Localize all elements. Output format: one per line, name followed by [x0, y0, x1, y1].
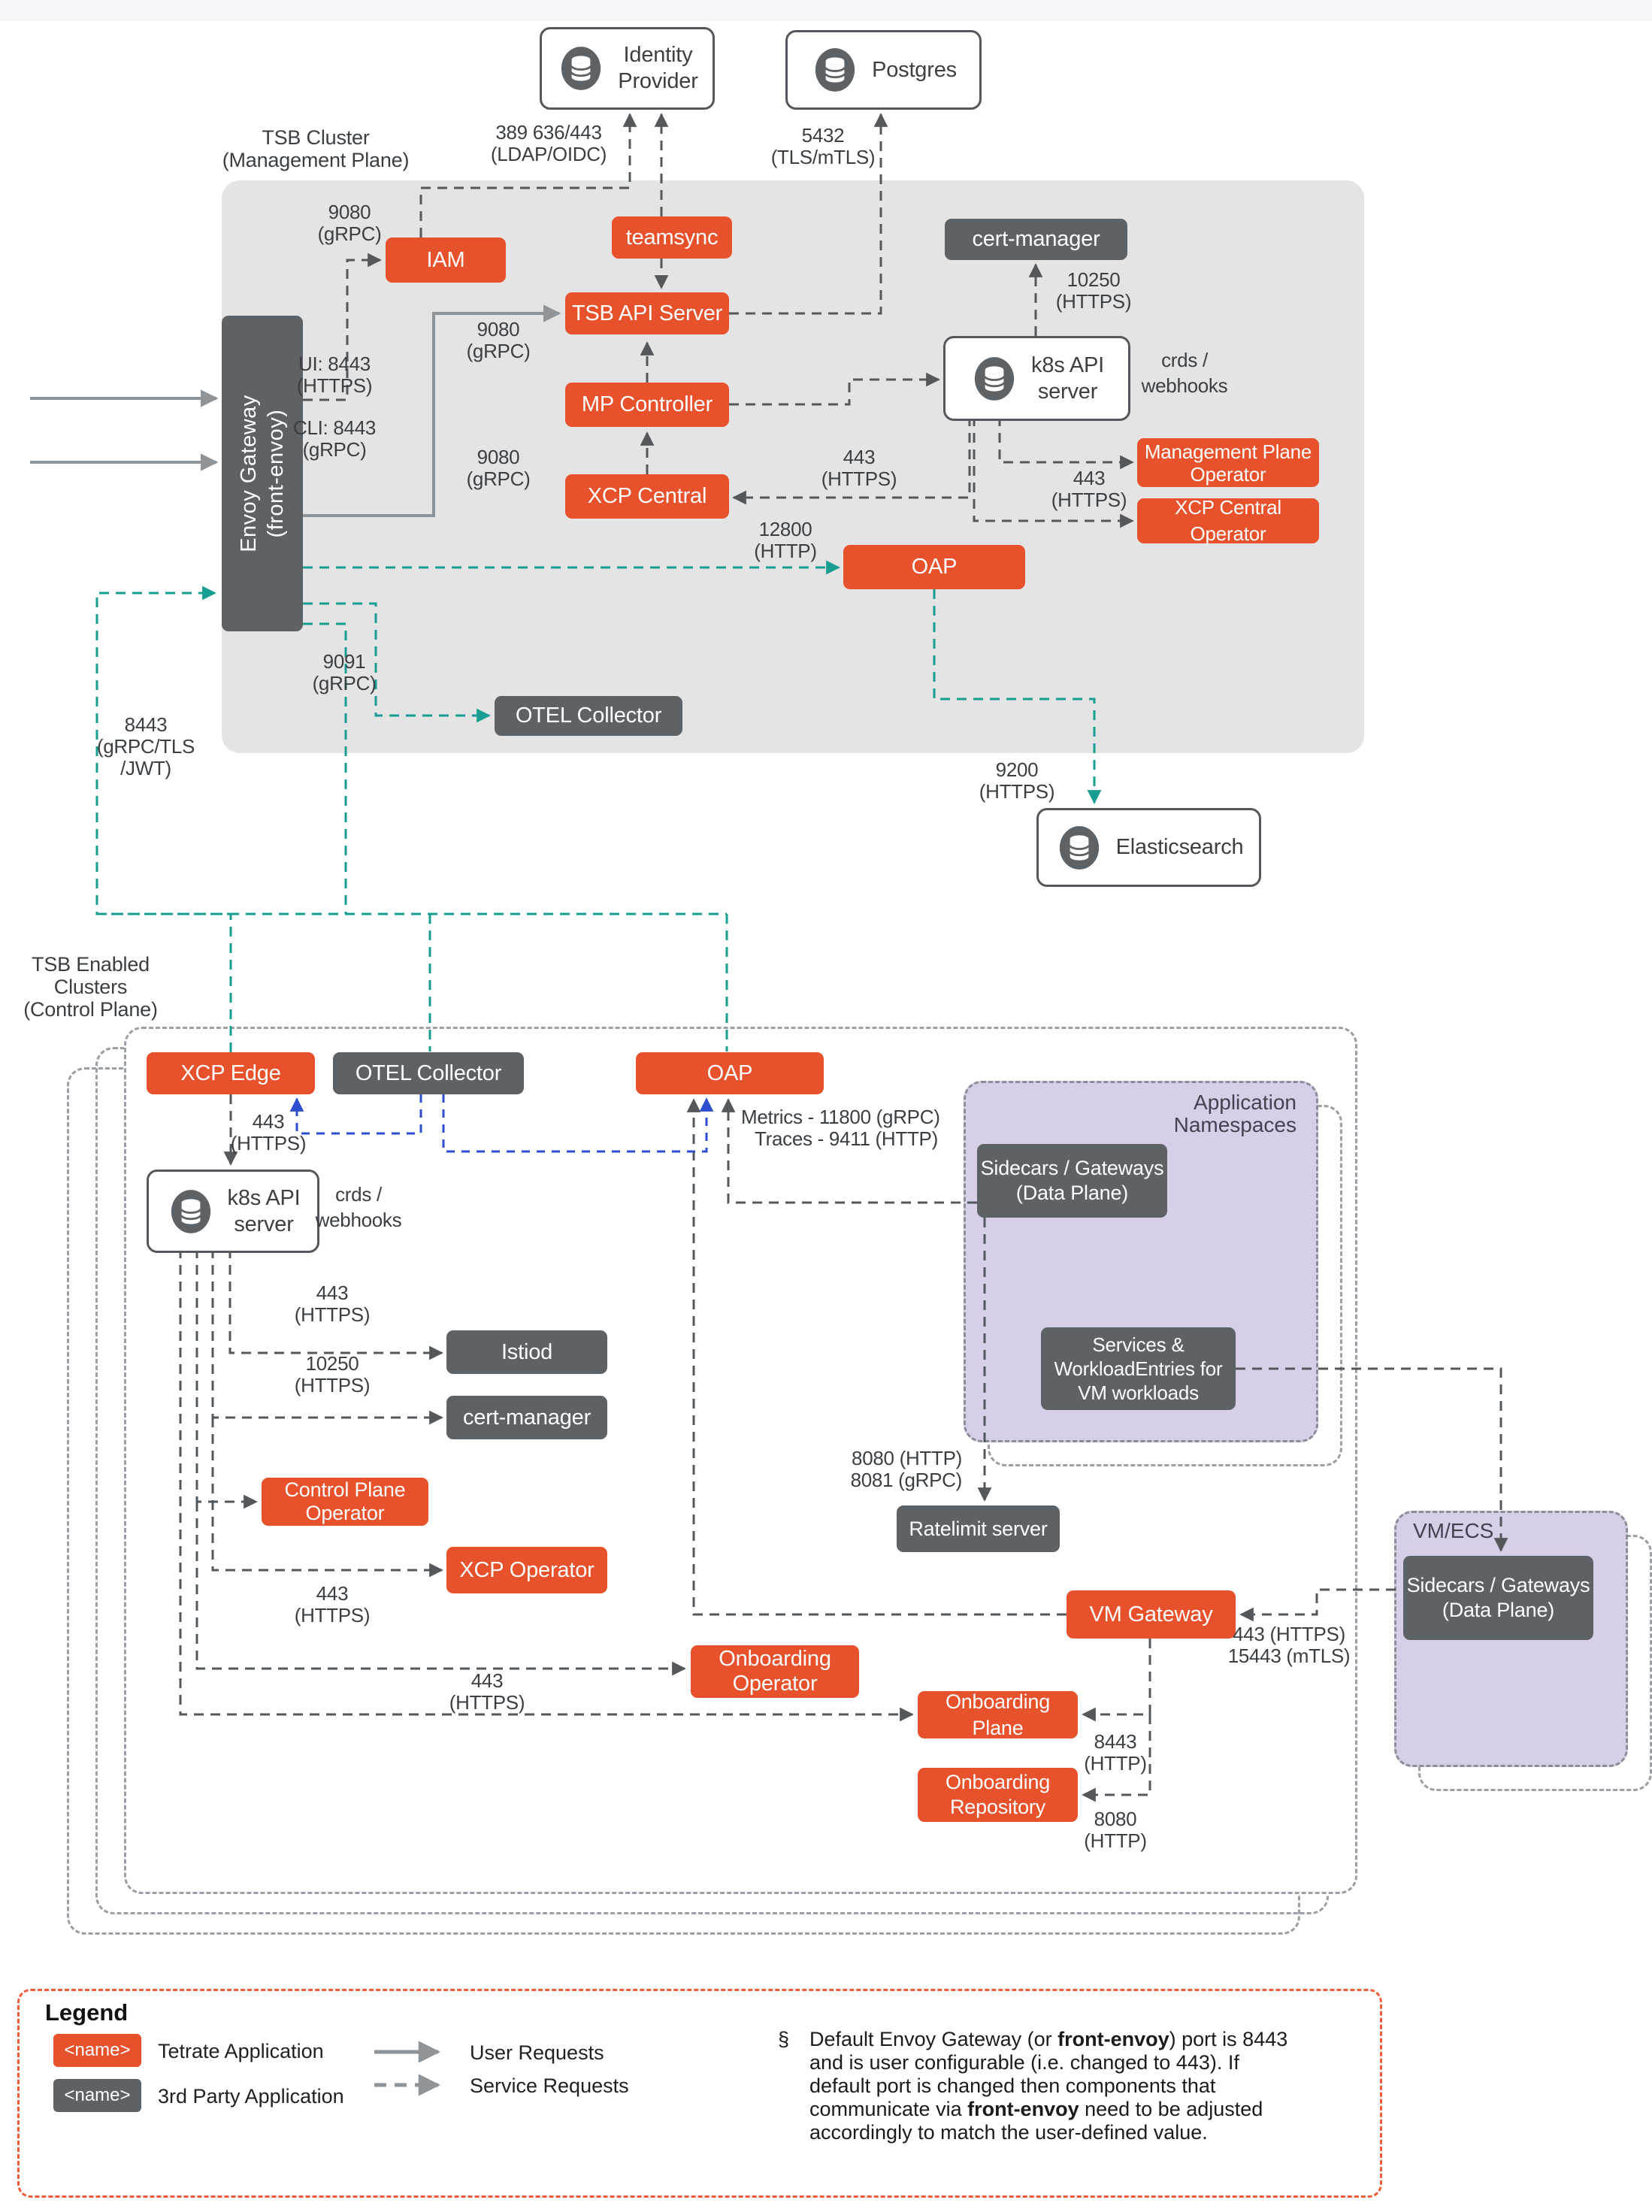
- legend-note: § Default Envoy Gateway (or front-envoy)…: [778, 2028, 1288, 2144]
- port-label-443-istiod: 443(HTTPS): [294, 1282, 371, 1326]
- database-icon: [556, 44, 606, 93]
- box-sidecars-gateways-appns: Sidecars / Gateways(Data Plane): [977, 1144, 1167, 1218]
- port-label-8443-http: 8443(HTTP): [1084, 1730, 1147, 1775]
- box-xcp-central: XCP Central: [565, 474, 729, 519]
- vm-ecs-label: VM/ECS: [1413, 1519, 1494, 1542]
- port-label-443-xcp-central: 443(HTTPS): [821, 446, 897, 490]
- port-label-5432: 5432(TLS/mTLS): [770, 124, 876, 168]
- port-label-9080-iam: 9080(gRPC): [317, 201, 382, 245]
- legend-swatch-3rd-party: <name>: [53, 2079, 141, 2112]
- port-label-443-xcp-edge: 443(HTTPS): [230, 1110, 307, 1154]
- box-xcp-central-operator: XCP Central Operator: [1137, 496, 1319, 545]
- port-label-9091: 9091(gRPC): [312, 650, 377, 694]
- top-window-strip: [0, 0, 1652, 20]
- label-crds-webhooks-mp: crds /webhooks: [1141, 349, 1228, 397]
- port-label-8080-8081: 8080 (HTTP)8081 (gRPC): [850, 1447, 963, 1491]
- port-label-443-operators: 443(HTTPS): [1051, 467, 1127, 511]
- box-oap-mp: OAP: [843, 545, 1025, 589]
- legend-swatch-tetrate: <name>: [53, 2034, 141, 2067]
- box-mp-controller: MP Controller: [565, 383, 729, 427]
- port-label-12800: 12800(HTTP): [754, 518, 817, 562]
- label-traces-9411: Traces - 9411 (HTTP): [755, 1127, 938, 1150]
- box-tsb-api-server: TSB API Server: [565, 292, 729, 334]
- legend-title: Legend: [45, 1999, 129, 2026]
- port-label-9080-xcp: 9080(gRPC): [466, 446, 531, 490]
- box-otel-collector-mp: OTEL Collector: [495, 696, 682, 736]
- port-label-10250-mp: 10250(HTTPS): [1055, 268, 1132, 313]
- box-otel-collector-cp: OTEL Collector: [333, 1052, 524, 1094]
- box-envoy-gateway: Envoy Gateway(front-envoy): [222, 316, 303, 631]
- box-xcp-operator: XCP Operator: [446, 1547, 607, 1593]
- box-xcp-edge: XCP Edge: [147, 1052, 315, 1094]
- tsb-cluster-label: TSB Cluster(Management Plane): [222, 126, 410, 171]
- box-cert-manager-cp: cert-manager: [446, 1396, 607, 1439]
- section-mark: §: [778, 2028, 790, 2050]
- port-label-443-15443: 443 (HTTPS)15443 (mTLS): [1227, 1623, 1351, 1667]
- database-icon: [1054, 823, 1104, 873]
- port-label-8443-jwt: 8443(gRPC/TLS/JWT): [96, 713, 195, 779]
- box-teamsync: teamsync: [612, 216, 732, 259]
- box-oap-cp: OAP: [636, 1052, 824, 1094]
- box-vm-gateway: VM Gateway: [1067, 1590, 1236, 1639]
- box-iam: IAM: [386, 238, 506, 283]
- legend-label-3rd-party: 3rd Party Application: [158, 2085, 344, 2108]
- port-label-9200: 9200(HTTPS): [979, 758, 1055, 803]
- legend-label-service-requests: Service Requests: [470, 2074, 629, 2097]
- legend-label-user-requests: User Requests: [470, 2041, 604, 2064]
- label-crds-webhooks-cp: crds /webhooks: [315, 1183, 402, 1231]
- box-cert-manager-mp: cert-manager: [945, 219, 1127, 260]
- database-icon: [810, 45, 860, 95]
- port-label-8080-http: 8080(HTTP): [1084, 1808, 1147, 1852]
- port-label-443-onboarding: 443(HTTPS): [449, 1669, 525, 1714]
- box-elasticsearch: Elasticsearch: [1036, 808, 1261, 887]
- database-icon: [970, 354, 1019, 404]
- port-label-ldap-oidc: 389 636/443(LDAP/OIDC): [490, 121, 607, 165]
- box-postgres: Postgres: [785, 30, 982, 110]
- legend-box: [17, 1989, 1382, 2198]
- label-metrics-11800: Metrics - 11800 (gRPC): [741, 1106, 940, 1128]
- port-label-cli-8443: CLI: 8443(gRPC): [292, 416, 377, 461]
- port-label-10250-cp: 10250(HTTPS): [294, 1352, 371, 1396]
- database-icon: [166, 1187, 216, 1236]
- box-sidecars-gateways-vm: Sidecars / Gateways(Data Plane): [1403, 1556, 1593, 1640]
- box-istiod: Istiod: [446, 1330, 607, 1374]
- port-label-9080-tsb: 9080(gRPC): [466, 318, 531, 362]
- legend-label-tetrate: Tetrate Application: [158, 2040, 324, 2062]
- box-ratelimit-server: Ratelimit server: [897, 1505, 1060, 1552]
- port-label-443-xcp-operator: 443(HTTPS): [294, 1582, 371, 1626]
- box-onboarding-plane: Onboarding Plane: [918, 1690, 1078, 1739]
- port-label-ui-8443: UI: 8443(HTTPS): [296, 353, 373, 397]
